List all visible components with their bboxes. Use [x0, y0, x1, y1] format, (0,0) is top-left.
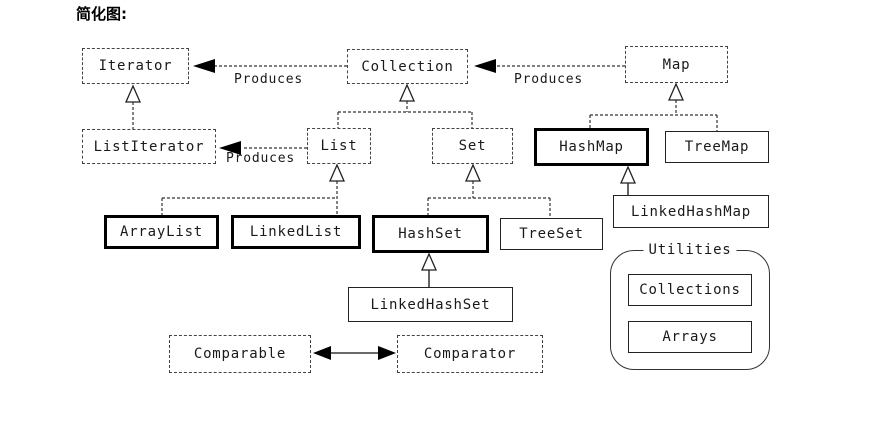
diagram-title: 简化图: [76, 5, 127, 23]
node-treeset: TreeSet [500, 218, 603, 250]
arrowhead-to-comparator [378, 346, 396, 360]
produces-arrowhead-to-iterator [193, 59, 215, 73]
node-listiterator: ListIterator [82, 129, 216, 164]
node-comparator: Comparator [397, 335, 543, 373]
node-arrays: Arrays [628, 321, 752, 353]
double-arrowheads [313, 346, 396, 360]
utilities-group-label: Utilities [643, 242, 737, 258]
produces-arrowheads [193, 59, 496, 155]
node-iterator: Iterator [82, 48, 189, 84]
node-linkedhashset: LinkedHashSet [348, 287, 513, 322]
triangle-under-map [668, 82, 684, 101]
arrowhead-to-comparable [313, 346, 331, 360]
triangle-under-set [465, 163, 481, 182]
node-map: Map [625, 46, 728, 83]
node-arraylist: ArrayList [104, 215, 219, 249]
node-collection: Collection [347, 49, 468, 84]
utilities-group: Utilities Collections Arrays [610, 242, 770, 370]
triangle-under-list [329, 163, 345, 182]
produces-label-1: Produces [234, 72, 304, 87]
produces-label-2: Produces [514, 72, 584, 87]
node-comparable: Comparable [169, 335, 311, 373]
produces-lines [215, 65, 625, 149]
node-linkedhashmap: LinkedHashMap [613, 195, 769, 228]
node-treemap: TreeMap [665, 131, 769, 163]
produces-arrowhead-to-listiterator [219, 141, 241, 155]
node-set: Set [432, 128, 513, 164]
node-hashset: HashSet [372, 215, 489, 253]
triangle-under-iterator [125, 84, 141, 103]
produces-arrowhead-to-collection [474, 59, 496, 73]
inheritance-dashed-lines [132, 100, 718, 218]
node-list: List [307, 128, 371, 164]
node-collections: Collections [628, 274, 752, 306]
node-hashmap: HashMap [534, 128, 649, 166]
inheritance-solid-lines [329, 183, 629, 354]
generalization-triangles [125, 82, 684, 271]
produces-label-3: Produces [226, 151, 296, 166]
triangle-under-hashset [421, 252, 437, 271]
node-linkedlist: LinkedList [231, 215, 361, 249]
triangle-under-collection [399, 83, 415, 102]
triangle-under-hashmap [620, 165, 636, 184]
